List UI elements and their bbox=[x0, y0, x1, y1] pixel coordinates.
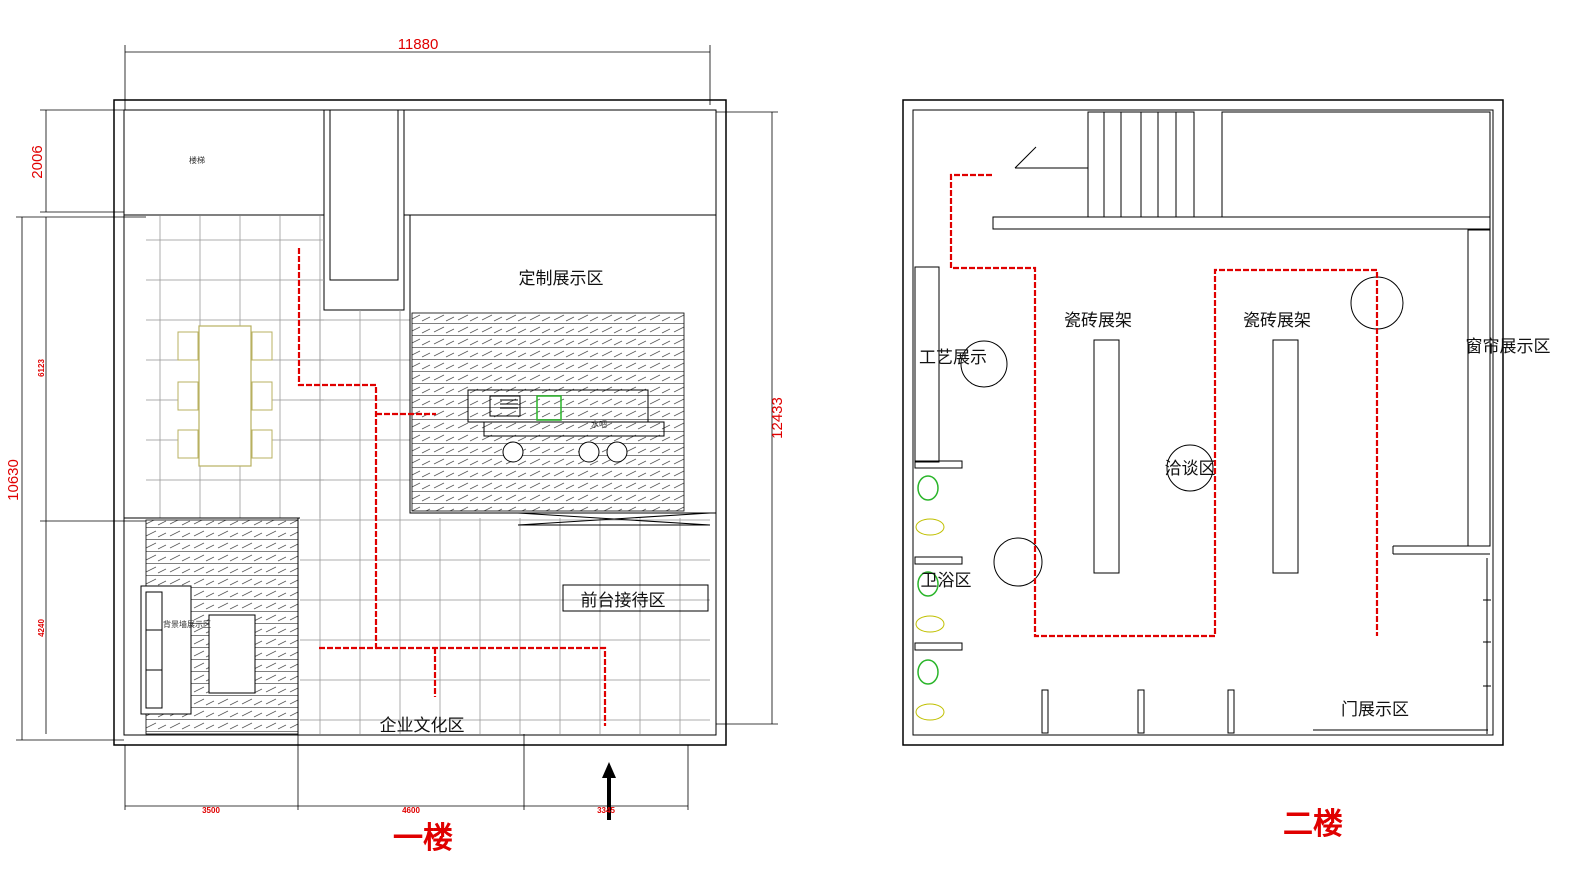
bath-fixtures bbox=[914, 460, 963, 721]
route-path bbox=[297, 248, 378, 650]
label-background-wall: 背景墙展示区 bbox=[163, 619, 211, 629]
dim-bottom-1: 3500 bbox=[202, 806, 220, 815]
label-tile-rack-1: 瓷砖展架 bbox=[1064, 311, 1132, 331]
negotiation-table-icon bbox=[1166, 444, 1214, 492]
label-tile-rack-2: 瓷砖展架 bbox=[1243, 311, 1311, 331]
label-curtain: 窗帘展示区 bbox=[1466, 337, 1551, 357]
floor2-plan: 工艺展示 瓷砖展架 瓷砖展架 窗帘展示区 洽谈区 卫浴区 门展示区 二楼 bbox=[902, 99, 1551, 842]
floor1-title: 一楼 bbox=[393, 821, 453, 856]
staircase-icon bbox=[1014, 111, 1195, 218]
floor1-plan: 11880 2006 10630 6123 4240 12433 3500 46… bbox=[5, 36, 786, 856]
spot-icon-left bbox=[993, 537, 1043, 587]
dim-top-width: 11880 bbox=[398, 36, 439, 53]
label-bath: 卫浴区 bbox=[921, 571, 972, 591]
floor1-dimensions bbox=[16, 45, 778, 810]
label-reception: 前台接待区 bbox=[581, 591, 666, 611]
label-negotiation: 洽谈区 bbox=[1165, 459, 1216, 479]
dim-right-total: 12433 bbox=[769, 397, 786, 439]
upper-room bbox=[1221, 111, 1491, 218]
stair-zone bbox=[123, 109, 325, 216]
label-stairs: 楼梯 bbox=[189, 155, 205, 165]
label-bar: 水吧 bbox=[591, 419, 607, 429]
coffee-table-icon bbox=[208, 614, 256, 694]
tile-rack-2 bbox=[1272, 339, 1299, 574]
dim-bottom-2: 4600 bbox=[402, 806, 420, 815]
floor2-inner-wall bbox=[912, 109, 1494, 736]
floor2-title: 二楼 bbox=[1283, 807, 1343, 842]
dim-left-top: 2006 bbox=[29, 145, 46, 178]
label-culture: 企业文化区 bbox=[380, 716, 465, 736]
label-door-display: 门展示区 bbox=[1341, 700, 1409, 720]
craft-spot-icon bbox=[960, 340, 1008, 388]
label-custom-display: 定制展示区 bbox=[519, 269, 604, 289]
door-display-partitions bbox=[1041, 558, 1491, 734]
custom-display-wood-floor bbox=[411, 312, 685, 512]
curtain-display-wall bbox=[1467, 229, 1491, 547]
floor2-route-path bbox=[949, 173, 1379, 638]
cooktop-icon bbox=[536, 395, 562, 421]
label-craft: 工艺展示 bbox=[919, 348, 987, 368]
floor2-outer-wall bbox=[902, 99, 1504, 746]
dim-left-lower: 4240 bbox=[37, 619, 46, 637]
floor1-outer-wall bbox=[113, 99, 727, 746]
sofa-icon bbox=[140, 585, 192, 715]
bar-stool-icon bbox=[502, 441, 628, 463]
corridor-wall bbox=[992, 216, 1491, 230]
tile-rack-1 bbox=[1093, 339, 1120, 574]
entrance-tile-floor bbox=[300, 518, 710, 734]
sink-icon bbox=[489, 395, 521, 417]
dining-table-icon bbox=[177, 325, 273, 467]
craft-display-wall bbox=[914, 266, 940, 463]
reception-desk bbox=[562, 584, 709, 612]
dim-left-total: 10630 bbox=[5, 459, 22, 501]
dim-left-upper: 6123 bbox=[37, 359, 46, 377]
dim-bottom-3: 3345 bbox=[597, 806, 615, 815]
